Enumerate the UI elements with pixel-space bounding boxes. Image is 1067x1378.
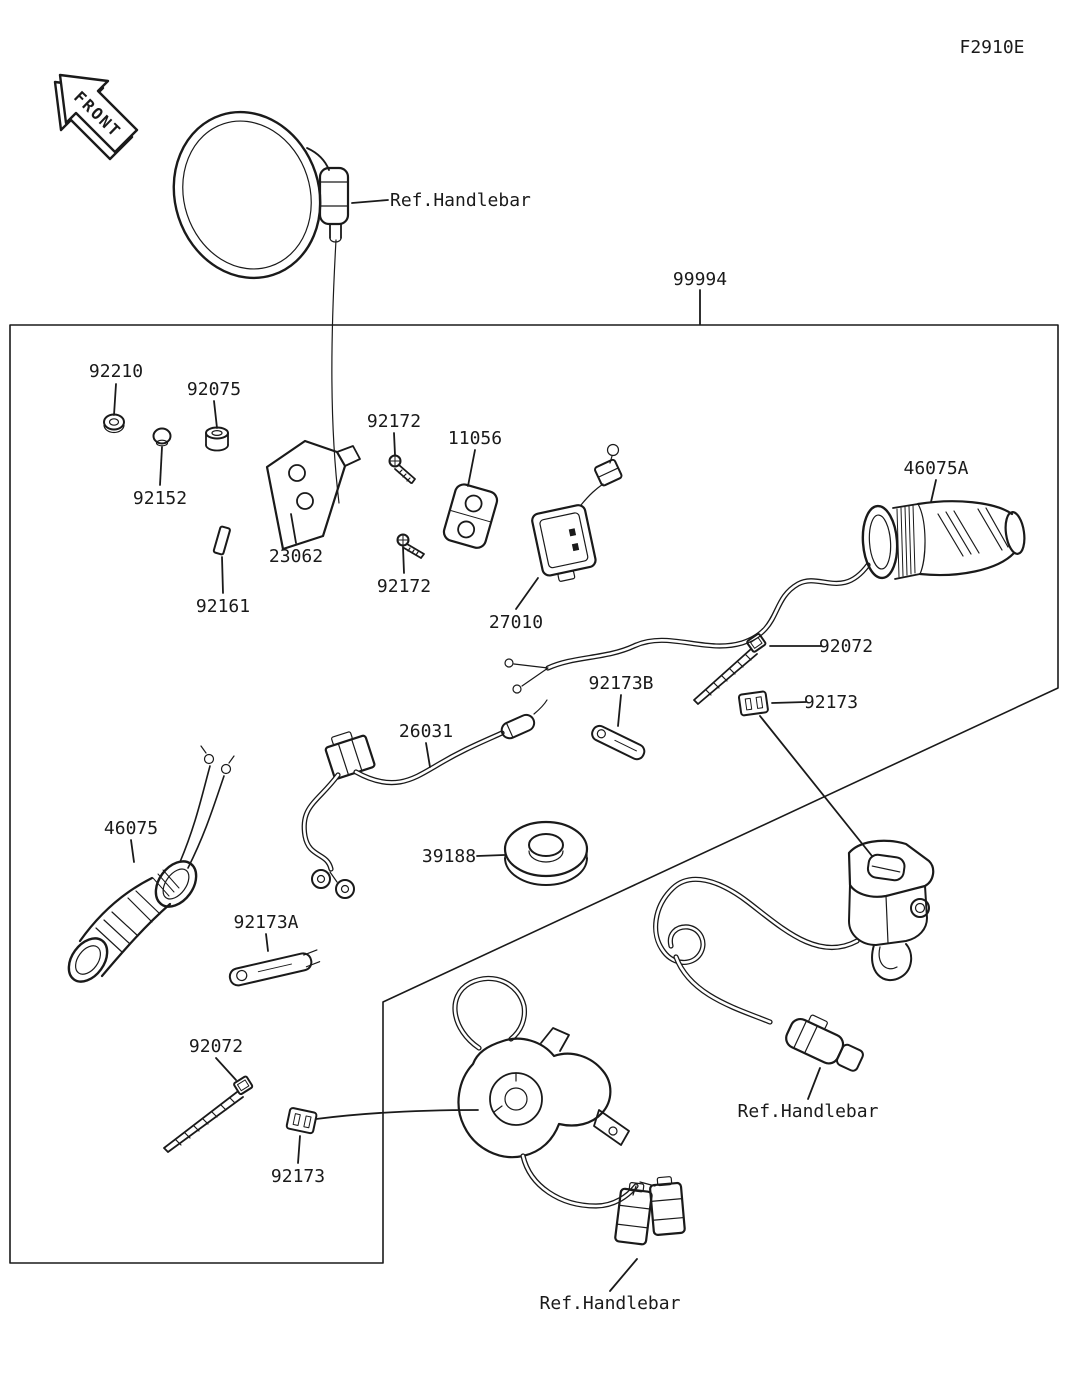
- part-92210-washer: [103, 413, 125, 434]
- label-92210: 92210: [89, 361, 143, 382]
- part-26031-harness: [301, 699, 548, 899]
- label-92161: 92161: [196, 596, 250, 617]
- part-92072-cable-tie-right: [693, 633, 767, 705]
- front-direction-arrow: [53, 73, 139, 161]
- diagram-labels: F2910E FRONT 99994 Ref.Handlebar Ref.Han…: [70, 37, 1024, 1314]
- leader-lines: [113, 199, 937, 1292]
- part-11056-bracket: [442, 483, 499, 549]
- part-46075A-heated-grip-right: [504, 500, 1026, 694]
- part-92173-clamp-right: [737, 690, 769, 717]
- kit-boundary-box: [9, 324, 1059, 1264]
- part-39188-tape: [503, 820, 589, 886]
- label-27010: 27010: [489, 612, 543, 633]
- part-92173B-strap: [591, 724, 646, 761]
- label-92152: 92152: [133, 488, 187, 509]
- ref-handlebar-label-right: Ref.Handlebar: [738, 1101, 879, 1122]
- label-11056: 11056: [448, 428, 502, 449]
- kit-number-label: 99994: [673, 269, 727, 290]
- mirror-drawing: [172, 110, 350, 504]
- label-26031: 26031: [399, 721, 453, 742]
- part-23062-bracket: [265, 439, 361, 551]
- part-92152-cap: [152, 427, 172, 447]
- part-92173-clamp-bottom: [285, 1107, 318, 1135]
- label-92172-lower: 92172: [377, 576, 431, 597]
- figure-code-label: F2910E: [959, 37, 1024, 58]
- label-92173B: 92173B: [588, 673, 653, 694]
- label-92173A: 92173A: [233, 912, 298, 933]
- label-92072-bottom: 92072: [189, 1036, 243, 1057]
- part-92173A-strap: [228, 949, 321, 987]
- ref-handlebar-label-top: Ref.Handlebar: [390, 190, 531, 211]
- label-92173-right: 92173: [804, 692, 858, 713]
- part-46075-heated-grip-left: [67, 745, 235, 983]
- label-39188: 39188: [422, 846, 476, 867]
- label-46075: 46075: [104, 818, 158, 839]
- part-92161-pin: [212, 525, 231, 556]
- ref-switch-housing-assembly: [653, 839, 935, 1072]
- label-46075A: 46075A: [903, 458, 968, 479]
- part-92172-screw-lower: [396, 533, 425, 559]
- label-92075: 92075: [187, 379, 241, 400]
- label-92172-upper: 92172: [367, 411, 421, 432]
- part-92172-screw-upper: [388, 454, 416, 484]
- part-92075-grommet: [205, 426, 229, 452]
- label-92173-bottom: 92173: [271, 1166, 325, 1187]
- label-92072-right: 92072: [819, 636, 873, 657]
- part-27010-switch: [531, 443, 623, 582]
- part-92072-cable-tie-bottom: [163, 1075, 254, 1153]
- ref-handlebar-label-bottom: Ref.Handlebar: [540, 1293, 681, 1314]
- ref-throttle-housing-assembly: [452, 975, 686, 1246]
- label-23062: 23062: [269, 546, 323, 567]
